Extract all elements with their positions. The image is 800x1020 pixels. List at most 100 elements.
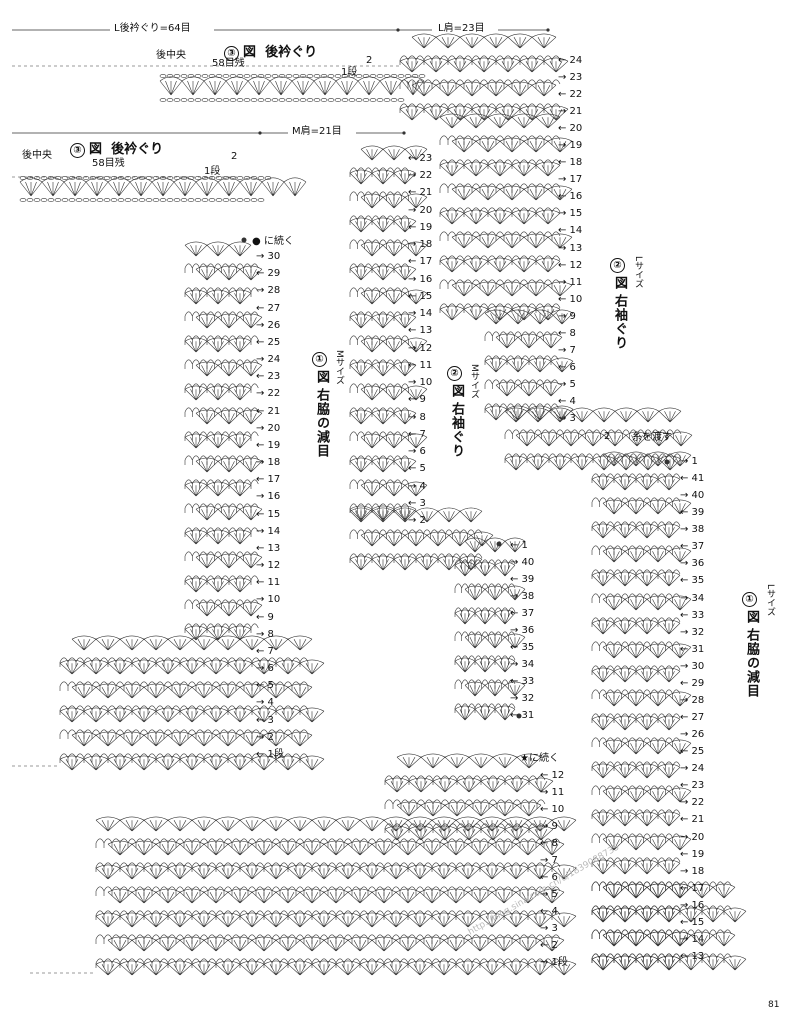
row-number: → 17 <box>558 174 583 186</box>
row-number: → 8 <box>256 628 274 640</box>
row-number: ← 1 <box>510 540 528 551</box>
figure-title-text: 右袖ぐり <box>612 294 627 350</box>
row-number: ← 10 <box>558 293 583 305</box>
row-number: ← 25 <box>680 746 705 758</box>
row-number: ← 5 <box>408 463 426 475</box>
row-number: → 18 <box>680 865 705 877</box>
row-number: → 32 <box>510 693 535 704</box>
row-number: → 16 <box>680 899 705 911</box>
row-number: → 12 <box>408 342 433 354</box>
m-row2-arrow-label: 2 <box>231 151 238 162</box>
row-number: → 22 <box>680 797 705 809</box>
l-body-continue-label: ★に続く <box>520 753 559 764</box>
row-number: ← 12 <box>558 259 583 271</box>
row-number: ← 23 <box>680 780 705 792</box>
row-number: → 8 <box>408 411 426 423</box>
l-side-size: Lサイズ <box>765 584 775 617</box>
row-number: ← 31 <box>680 643 705 655</box>
figure-number-badge: ① <box>312 352 327 367</box>
row-number: → 34 <box>680 592 705 604</box>
row-number: ← 21 <box>680 814 705 826</box>
row-number: ← 14 <box>558 225 583 237</box>
row-number: ← 22 <box>558 89 583 101</box>
row-number: ← 29 <box>680 677 705 689</box>
row-number: ← 41 <box>680 473 705 485</box>
row-number: → 3 <box>558 413 576 424</box>
row-number: → 28 <box>680 694 705 706</box>
row-number: → 10 <box>408 377 433 389</box>
row-number: → 20 <box>256 422 281 434</box>
m-side-title: ① 図 右脇の減目 <box>312 352 331 458</box>
row-number: → 20 <box>408 204 433 216</box>
l-sleeve-size: Lサイズ <box>633 256 643 289</box>
row-number: ← 19 <box>408 221 433 233</box>
row-number: ← 7 <box>408 428 426 440</box>
row-number: ← 11 <box>256 577 281 589</box>
m-row1-label: 1段 <box>204 166 221 177</box>
m-sleeve-size: Mサイズ <box>469 364 479 399</box>
row-number: ← 9 <box>256 611 274 623</box>
figure-word: 図 <box>744 610 759 624</box>
row-number: ← 8 <box>558 327 576 339</box>
row-number: ← 35 <box>510 642 535 653</box>
row-number: ← 9 <box>408 394 426 406</box>
row-number: ← 21 <box>408 187 433 199</box>
row-number: → 19 <box>558 140 583 152</box>
row-number: ← 11 <box>408 359 433 371</box>
figure-title-text: 右袖ぐり <box>449 402 464 458</box>
row-number: ← 3 <box>408 497 426 509</box>
row-number: ← 25 <box>256 336 281 348</box>
figure-number-badge: ③ <box>70 143 85 158</box>
figure-word: 図 <box>314 370 329 384</box>
row-number: → 2 <box>408 515 426 526</box>
row-number: → 13 <box>558 242 583 254</box>
row-number: ← 27 <box>256 302 281 314</box>
row-number: → 40 <box>680 490 705 502</box>
row-number: → 3 <box>540 923 558 934</box>
figure-word: 図 <box>243 45 257 60</box>
row-number: ← 10 <box>540 804 565 815</box>
row-number: → 6 <box>408 446 426 458</box>
row-number: → 5 <box>540 889 558 900</box>
figure-title-text: 後衿ぐり <box>265 45 318 60</box>
row-number: ← 35 <box>680 575 705 587</box>
row-number: ← 13 <box>256 542 281 554</box>
row-number: → 36 <box>510 625 535 636</box>
row-number: ← 16 <box>558 191 583 203</box>
row-number: → 11 <box>558 276 583 288</box>
row-number: → 7 <box>540 855 558 866</box>
l-neck-width-label: L後衿ぐり=64目 <box>114 23 191 34</box>
row-number: ← 15 <box>256 508 281 520</box>
l-side-title: ① 図 右脇の減目 <box>742 592 761 698</box>
row-number: ← 4 <box>540 906 558 917</box>
row-number: ← 8 <box>540 838 558 849</box>
row-number: ← 4 <box>558 395 576 407</box>
row-number: ← 19 <box>256 439 281 451</box>
row-number: ← 17 <box>256 474 281 486</box>
row-number: → 11 <box>540 787 565 798</box>
m-side-size: Mサイズ <box>334 350 344 385</box>
figure-number-badge: ③ <box>224 46 239 61</box>
figure-number-badge: ② <box>610 258 625 273</box>
row-number: ← 19 <box>680 848 705 860</box>
row-number: ← 13 <box>680 951 705 962</box>
row-number: → 26 <box>256 319 281 331</box>
row-number: → 14 <box>680 933 705 945</box>
row-number: → 40 <box>510 557 535 568</box>
row-number: ← 24 <box>558 55 583 66</box>
row-number: ← 37 <box>510 608 535 619</box>
row-number: → 1 <box>680 456 698 467</box>
row-number: ← 23 <box>256 371 281 383</box>
row-number: ← 6 <box>558 361 576 373</box>
row-number: → 12 <box>256 560 281 572</box>
row-number: ← 12 <box>540 770 565 781</box>
row-number: → 26 <box>680 729 705 741</box>
l-back-center-label: 後中央 <box>156 50 186 61</box>
row-number: → 34 <box>510 659 535 670</box>
row-number: → 10 <box>256 594 281 606</box>
row-number: → 9 <box>540 821 558 832</box>
row-number: → 14 <box>256 525 281 537</box>
row-number: ← 31 <box>510 710 535 721</box>
row-number: ← 29 <box>256 268 281 280</box>
